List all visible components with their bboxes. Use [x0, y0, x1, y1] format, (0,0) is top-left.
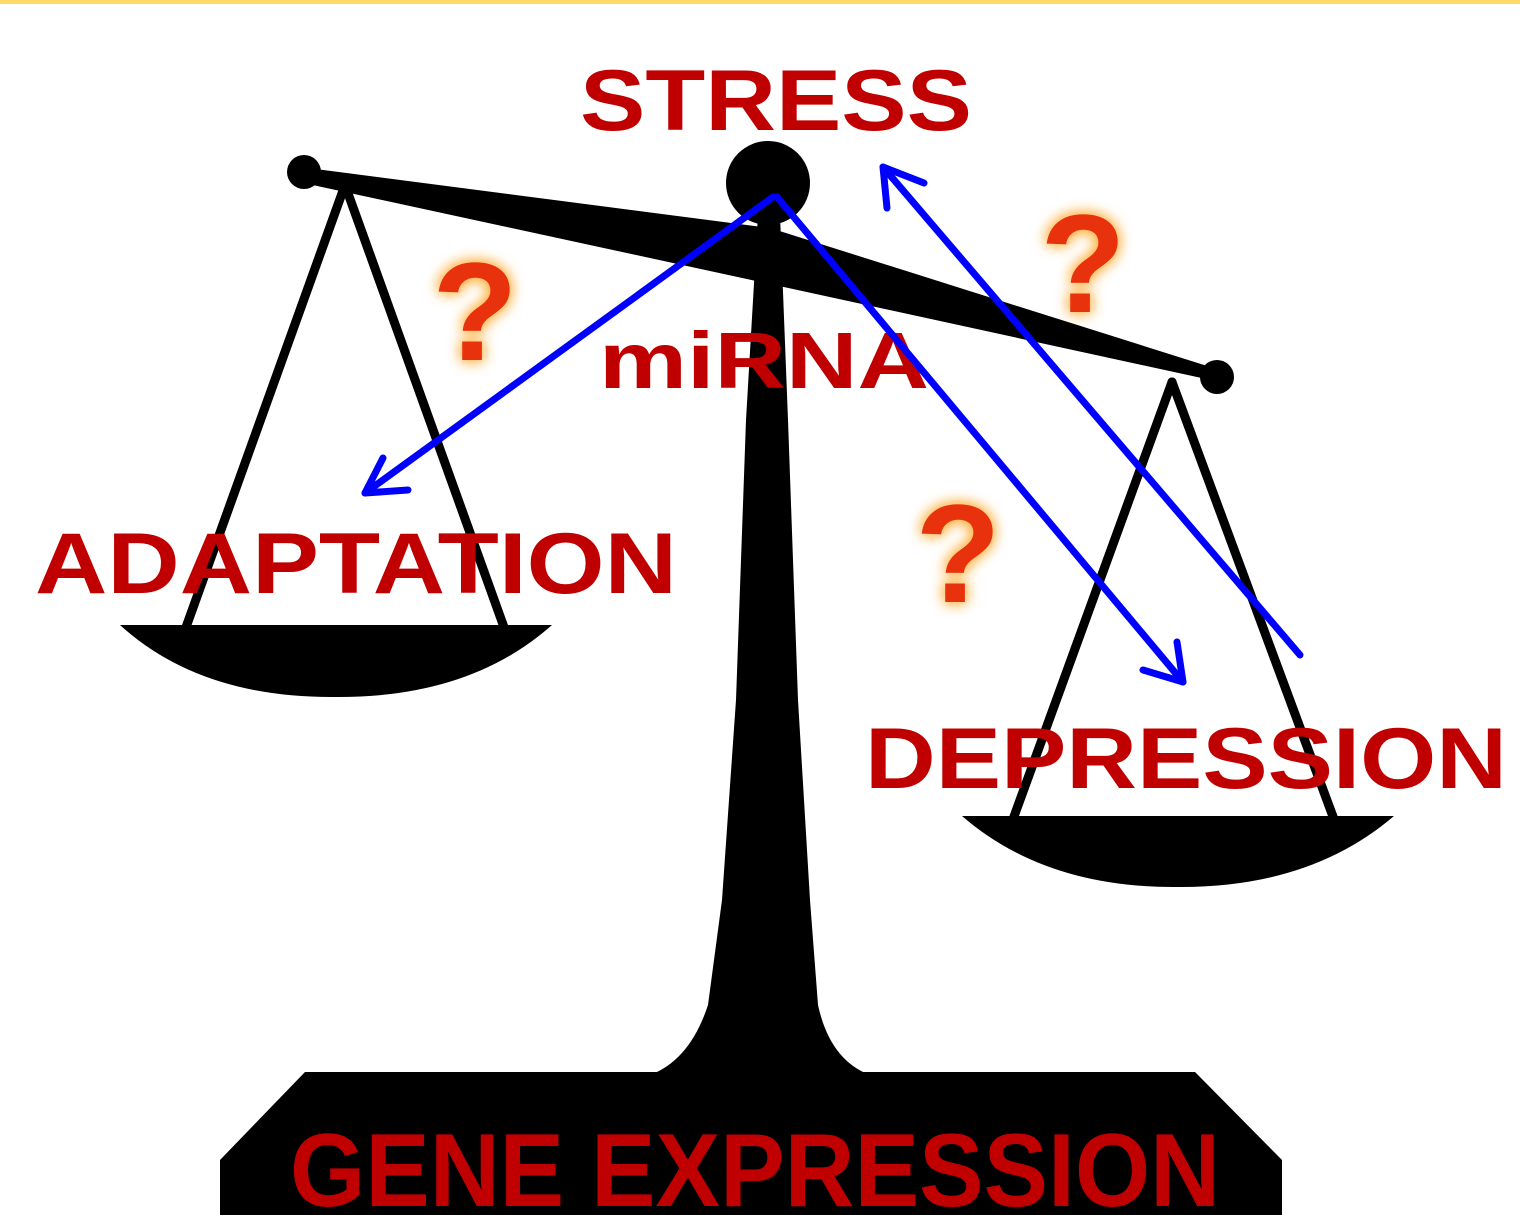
scale-pivot [726, 141, 810, 225]
beam-right-end [1200, 360, 1234, 394]
beam-left-end [287, 155, 321, 189]
scale-beam [308, 168, 1220, 382]
left-pan [120, 625, 552, 698]
scale-base [220, 1072, 1282, 1215]
question-mark-right-upper: ? [1040, 185, 1126, 342]
left-pan-strings [180, 180, 510, 635]
mirna-label: miRNA [599, 316, 929, 405]
adaptation-label: ADAPTATION [35, 516, 677, 612]
depression-label: DEPRESSION [865, 711, 1507, 807]
question-mark-center: ? [915, 475, 1001, 632]
arrow-mirna-to-adaptation [361, 193, 777, 497]
arrow-mirna-to-depression [773, 193, 1187, 686]
scale-pillar [650, 215, 870, 1075]
stress-label: STRESS [580, 53, 972, 149]
right-pan [962, 816, 1394, 888]
gene-expression-label: GENE EXPRESSION [290, 1113, 1220, 1215]
top-border [0, 0, 1520, 4]
arrow-depression-to-stress [879, 163, 1304, 659]
question-mark-left: ? [432, 233, 518, 390]
